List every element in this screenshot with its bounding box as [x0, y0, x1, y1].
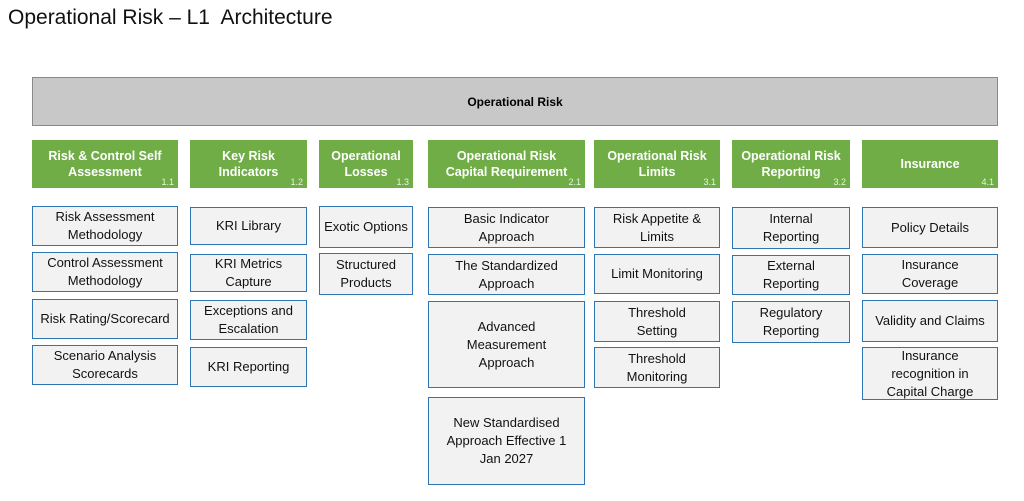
- item-box: Threshold Monitoring: [594, 347, 720, 388]
- item-box: Exotic Options: [319, 206, 413, 248]
- column-rcsa: Risk & Control Self Assessment 1.1 Risk …: [32, 140, 178, 385]
- item-box: KRI Library: [190, 207, 307, 245]
- item-box: Policy Details: [862, 207, 998, 248]
- column-number: 3.2: [833, 177, 846, 187]
- item-box: Risk Rating/Scorecard: [32, 299, 178, 339]
- column-number: 2.1: [568, 177, 581, 187]
- item-box: Limit Monitoring: [594, 254, 720, 294]
- column-number: 4.1: [981, 177, 994, 187]
- column-header-label: Insurance: [900, 157, 960, 171]
- item-box: Advanced Measurement Approach: [428, 301, 585, 388]
- item-box: Validity and Claims: [862, 300, 998, 342]
- item-box: Basic Indicator Approach: [428, 207, 585, 248]
- column-header: Operational Risk Reporting 3.2: [732, 140, 850, 188]
- item-box: Insurance recognition in Capital Charge: [862, 347, 998, 400]
- column-number: 1.2: [290, 177, 303, 187]
- column-header: Operational Losses 1.3: [319, 140, 413, 188]
- column-header-label: Operational Risk Limits: [607, 149, 707, 179]
- column-number: 1.3: [396, 177, 409, 187]
- column-insurance: Insurance 4.1 Policy Details Insurance C…: [862, 140, 998, 400]
- page-title: Operational Risk – L1 Architecture: [8, 6, 333, 29]
- column-capital-requirement: Operational Risk Capital Requirement 2.1…: [428, 140, 585, 485]
- operational-risk-banner: Operational Risk: [32, 77, 998, 126]
- item-box: Insurance Coverage: [862, 254, 998, 294]
- item-box: The Standardized Approach: [428, 254, 585, 295]
- item-box: KRI Metrics Capture: [190, 254, 307, 292]
- item-box: New Standardised Approach Effective 1 Ja…: [428, 397, 585, 485]
- item-box: Control Assessment Methodology: [32, 252, 178, 292]
- column-kri: Key Risk Indicators 1.2 KRI Library KRI …: [190, 140, 307, 387]
- item-box: Structured Products: [319, 253, 413, 295]
- column-number: 3.1: [703, 177, 716, 187]
- item-box: Threshold Setting: [594, 301, 720, 342]
- item-box: Risk Appetite & Limits: [594, 207, 720, 248]
- column-header-label: Risk & Control Self Assessment: [48, 149, 162, 179]
- column-header-label: Key Risk Indicators: [218, 149, 279, 179]
- column-header: Risk & Control Self Assessment 1.1: [32, 140, 178, 188]
- item-box: KRI Reporting: [190, 347, 307, 387]
- column-header: Operational Risk Capital Requirement 2.1: [428, 140, 585, 188]
- column-header: Insurance 4.1: [862, 140, 998, 188]
- column-header-label: Operational Risk Capital Requirement: [445, 149, 568, 179]
- column-header-label: Operational Losses: [331, 149, 401, 179]
- column-header: Key Risk Indicators 1.2: [190, 140, 307, 188]
- column-number: 1.1: [161, 177, 174, 187]
- item-box: External Reporting: [732, 255, 850, 295]
- item-box: Internal Reporting: [732, 207, 850, 249]
- item-box: Scenario Analysis Scorecards: [32, 345, 178, 385]
- item-box: Exceptions and Escalation: [190, 300, 307, 340]
- column-operational-losses: Operational Losses 1.3 Exotic Options St…: [319, 140, 413, 295]
- item-box: Risk Assessment Methodology: [32, 206, 178, 246]
- column-reporting: Operational Risk Reporting 3.2 Internal …: [732, 140, 850, 343]
- column-limits: Operational Risk Limits 3.1 Risk Appetit…: [594, 140, 720, 388]
- item-box: Regulatory Reporting: [732, 301, 850, 343]
- column-header-label: Operational Risk Reporting: [741, 149, 841, 179]
- column-header: Operational Risk Limits 3.1: [594, 140, 720, 188]
